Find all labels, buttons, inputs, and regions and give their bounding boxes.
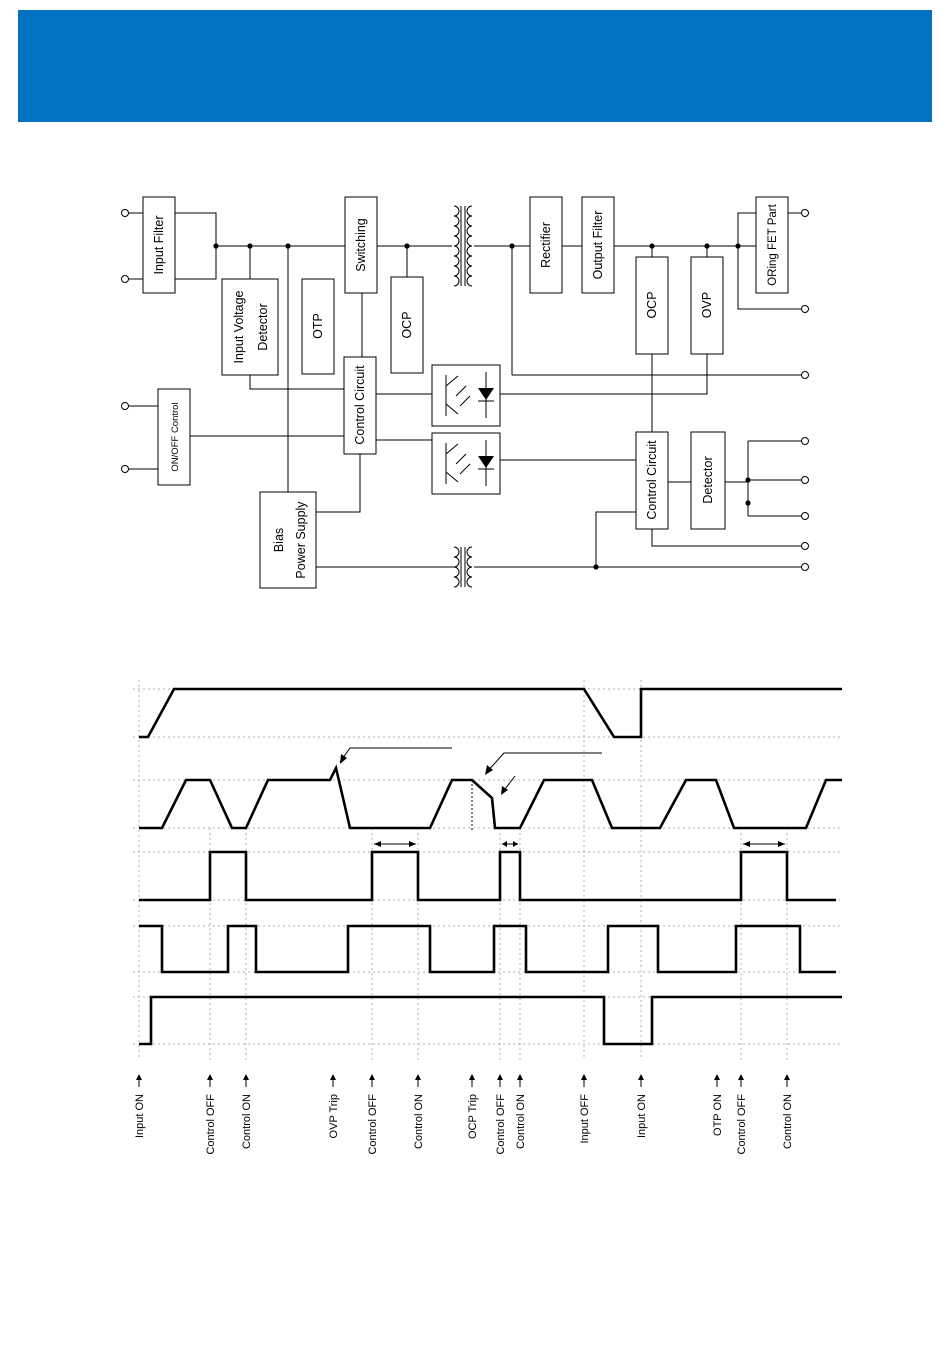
waveform-control [139, 850, 836, 902]
event-label: Input ON [134, 1094, 146, 1138]
waveform-output-voltage [139, 764, 842, 830]
input-voltage-detector-label-2: Detector [256, 303, 270, 350]
switching-block: Switching [344, 196, 378, 294]
control-circuit-primary-block: Control Circuit [343, 356, 377, 455]
bias-power-supply-label-1: Bias [272, 528, 286, 552]
on-off-control-label: ON/OFF Control [170, 402, 181, 471]
bias-transformer [453, 546, 473, 588]
optocoupler-upper [431, 364, 501, 427]
ocp-primary-label: OCP [400, 311, 414, 338]
event-arrow-head [714, 1074, 720, 1080]
event-arrow-head [581, 1074, 587, 1080]
input-voltage-detector-block: Input Voltage Detector [221, 278, 279, 376]
bias-power-supply-label-2: Power Supply [294, 501, 308, 579]
event-label: OCP Trip [467, 1094, 479, 1139]
timing-chart: Input ON Control OFF Control ON OVP Trip Con… [133, 680, 842, 1155]
event-label: OVP Trip [328, 1094, 340, 1138]
detector-label: Detector [701, 456, 715, 503]
event-arrow-head [330, 1074, 336, 1080]
annotation-leaders [339, 747, 602, 832]
event-arrow-head [738, 1074, 744, 1080]
output-filter-label: Output Filter [591, 211, 605, 280]
ovp-label: OVP [700, 292, 714, 318]
junction-dots [213, 243, 751, 570]
event-label: Control OFF [495, 1094, 507, 1155]
terminals [121, 209, 809, 571]
oring-fet-part-block: ORing FET Part [755, 196, 789, 294]
event-arrow-head [207, 1074, 213, 1080]
event-label: Control OFF [205, 1094, 217, 1155]
duration-arrows [374, 841, 785, 847]
switching-label: Switching [354, 218, 368, 272]
event-label: Control ON [515, 1094, 527, 1149]
control-circuit-secondary-block: Control Circuit [635, 431, 669, 530]
event-label: OTP ON [712, 1094, 724, 1136]
event-label: Input ON [636, 1094, 648, 1138]
input-filter-block: Input Filter [142, 196, 176, 294]
bias-power-supply-block: Bias Power Supply [259, 491, 317, 589]
event-label: Control ON [413, 1094, 425, 1149]
event-label: Input OFF [579, 1094, 591, 1144]
event-arrow-head [497, 1074, 503, 1080]
input-voltage-detector-label-1: Input Voltage [232, 290, 246, 363]
ocp-secondary-block: OCP [635, 256, 669, 355]
control-circuit-primary-label: Control Circuit [353, 365, 367, 445]
rectifier-label: Rectifier [539, 222, 553, 268]
optocoupler-lower [431, 432, 501, 495]
detector-block: Detector [690, 431, 726, 530]
waveform-aux-output [139, 995, 842, 1046]
event-label: Control OFF [367, 1094, 379, 1155]
waveform-inhibit [139, 924, 836, 974]
ocp-primary-block: OCP [390, 276, 424, 374]
event-label: Control ON [782, 1094, 794, 1149]
header-band [18, 10, 932, 122]
input-filter-label: Input Filter [152, 215, 166, 274]
event-label: Control ON [241, 1094, 253, 1149]
event-label: Control OFF [736, 1094, 748, 1155]
event-arrow-head [415, 1074, 421, 1080]
control-circuit-secondary-label: Control Circuit [645, 440, 659, 520]
output-filter-block: Output Filter [581, 196, 615, 294]
timing-grid [133, 680, 842, 1060]
ocp-secondary-label: OCP [645, 291, 659, 318]
event-markers: Input ON Control OFF Control ON OVP Trip Con… [134, 1074, 794, 1155]
waveform-input-voltage [139, 687, 842, 739]
event-arrow-head [517, 1074, 523, 1080]
rectifier-block: Rectifier [529, 196, 563, 294]
on-off-control-block: ON/OFF Control [157, 388, 191, 486]
event-arrow-head [369, 1074, 375, 1080]
event-arrow-head [136, 1074, 142, 1080]
event-arrow-head [784, 1074, 790, 1080]
event-arrow-head [243, 1074, 249, 1080]
otp-label: OTP [311, 313, 325, 339]
otp-block: OTP [301, 278, 335, 375]
ovp-block: OVP [690, 256, 724, 355]
event-arrow-head [469, 1074, 475, 1080]
oring-fet-part-label: ORing FET Part [767, 203, 779, 285]
main-transformer [453, 205, 473, 287]
event-arrow-head [638, 1074, 644, 1080]
